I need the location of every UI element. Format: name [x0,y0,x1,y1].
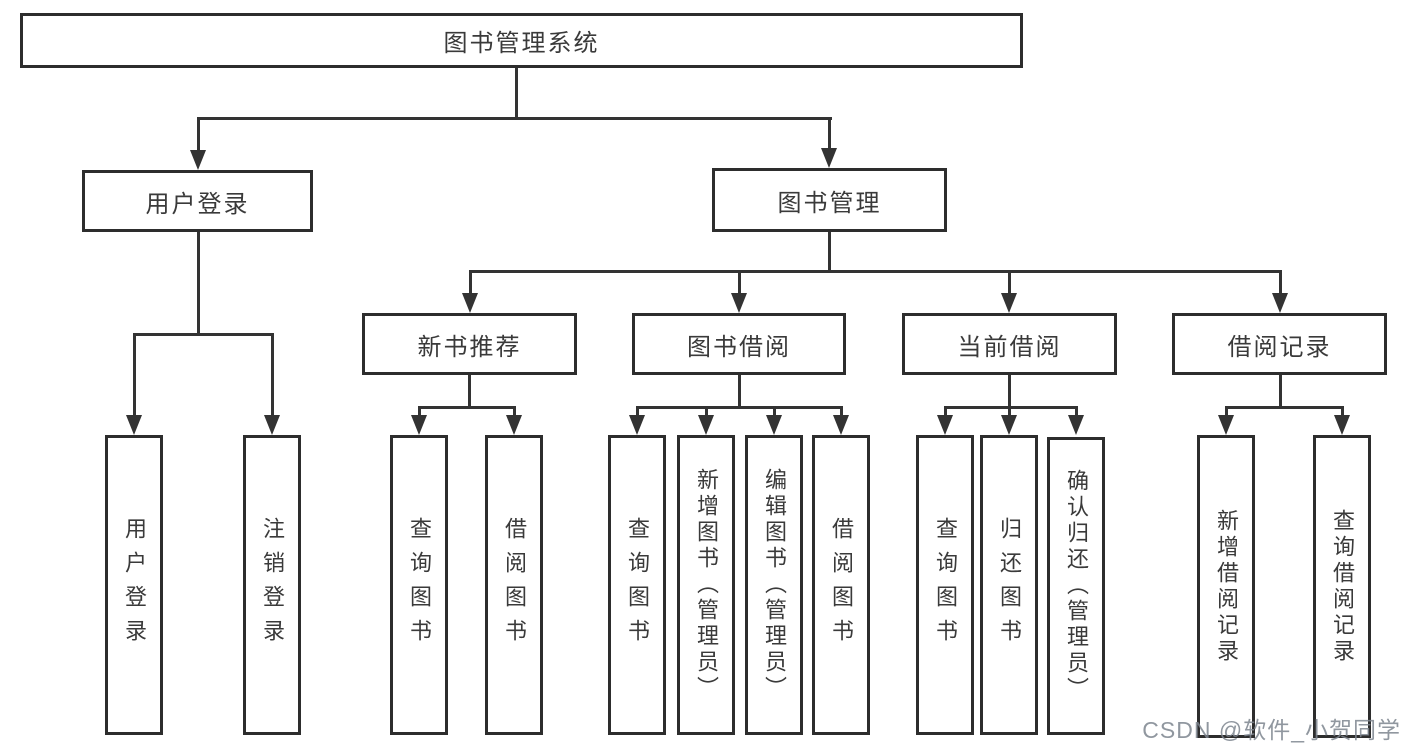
leaf-confirm-return-label: 确认归还（管理员） [1064,469,1089,703]
connector-new-book-split [418,406,516,409]
arrowhead-borrow-records [1272,293,1288,313]
connector-book-borrow-stem [738,375,741,409]
leaf-query-book-2-label: 查询图书 [625,517,650,653]
node-new-book-rec: 新书推荐 [362,313,577,375]
arrowhead-leaf-query2 [629,415,645,435]
arrowhead-current-borrow [1001,293,1017,313]
node-book-mgmt-label: 图书管理 [777,189,882,217]
arrowhead-user-login [190,150,206,170]
connector-borrow-records-split [1225,406,1344,409]
node-user-login: 用户登录 [82,170,313,232]
leaf-borrow-book-2-label: 借阅图书 [829,517,854,653]
connector-book-borrow-split [636,406,843,409]
connector-to-leaf-add-record [1225,406,1228,419]
node-book-borrow: 图书借阅 [632,313,846,375]
connector-to-book-mgmt [828,117,831,150]
leaf-borrow-book-1-label: 借阅图书 [502,517,527,653]
connector-new-book-stem [468,375,471,409]
leaf-query-book-1-label: 查询图书 [407,517,432,653]
node-new-book-rec-label: 新书推荐 [417,333,522,361]
arrowhead-leaf-query1 [411,415,427,435]
leaf-borrow-book-2: 借阅图书 [812,435,870,735]
arrowhead-new-book [462,293,478,313]
csdn-watermark: CSDN @软件_小贺同学 [1142,717,1401,743]
leaf-add-borrow-record: 新增借阅记录 [1197,435,1255,738]
connector-root-stem [515,68,518,119]
connector-to-current-borrow [1008,270,1011,295]
leaf-confirm-return: 确认归还（管理员） [1047,437,1105,735]
connector-to-leaf-edit-book [773,406,776,419]
connector-book-mgmt-stem [828,232,831,273]
connector-to-user-login [197,117,200,152]
leaf-return-book-label: 归还图书 [997,517,1022,653]
leaf-add-book-label: 新增图书（管理员） [694,468,719,702]
connector-to-leaf-query1 [418,406,421,419]
node-book-borrow-label: 图书借阅 [687,333,791,361]
connector-borrow-records-stem [1279,375,1282,409]
connector-to-leaf-query2 [636,406,639,419]
connector-current-borrow-split [944,406,1078,409]
arrowhead-leaf-query-record [1334,415,1350,435]
connector-to-leaf-query3 [944,406,947,419]
connector-to-leaf-login [133,333,136,417]
arrowhead-leaf-add-book [698,415,714,435]
node-book-mgmt: 图书管理 [712,168,947,232]
arrowhead-book-borrow [731,293,747,313]
arrowhead-leaf-edit-book [766,415,782,435]
leaf-query-borrow-record-label: 查询借阅记录 [1330,508,1355,665]
connector-user-login-stem [197,232,200,336]
node-borrow-records: 借阅记录 [1172,313,1387,375]
leaf-query-book-3: 查询图书 [916,435,974,735]
leaf-return-book: 归还图书 [980,435,1038,735]
arrowhead-leaf-add-record [1218,415,1234,435]
connector-to-leaf-add-book [705,406,708,419]
leaf-add-borrow-record-label: 新增借阅记录 [1214,508,1239,665]
node-root-label: 图书管理系统 [443,30,600,57]
arrowhead-leaf-confirm [1068,415,1084,435]
connector-current-borrow-stem [1008,375,1011,409]
leaf-borrow-book-1: 借阅图书 [485,435,543,735]
leaf-query-book-3-label: 查询图书 [933,517,958,653]
leaf-query-borrow-record: 查询借阅记录 [1313,435,1371,738]
leaf-user-login-label: 用户登录 [122,517,147,653]
connector-to-leaf-logout [271,333,274,417]
leaf-query-book-1: 查询图书 [390,435,448,735]
connector-to-leaf-return [1008,406,1011,419]
node-borrow-records-label: 借阅记录 [1227,333,1332,361]
node-root: 图书管理系统 [20,13,1023,68]
node-current-borrow: 当前借阅 [902,313,1117,375]
leaf-user-login: 用户登录 [105,435,163,735]
connector-to-leaf-query-record [1341,406,1344,419]
connector-to-book-borrow [738,270,741,295]
leaf-edit-book: 编辑图书（管理员） [745,435,803,735]
arrowhead-leaf-query3 [937,415,953,435]
leaf-logout: 注销登录 [243,435,301,735]
connector-to-new-book [469,270,472,295]
node-current-borrow-label: 当前借阅 [957,333,1062,361]
arrowhead-leaf-borrow1 [506,415,522,435]
leaf-logout-label: 注销登录 [260,517,285,653]
connector-user-login-split [133,333,274,336]
arrowhead-leaf-logout [264,415,280,435]
arrowhead-leaf-return [1001,415,1017,435]
leaf-query-book-2: 查询图书 [608,435,666,735]
node-user-login-label: 用户登录 [145,190,250,218]
connector-to-leaf-confirm [1075,406,1078,419]
arrowhead-leaf-borrow2 [833,415,849,435]
leaf-edit-book-label: 编辑图书（管理员） [762,468,787,702]
arrowhead-book-mgmt [821,148,837,168]
connector-to-leaf-borrow1 [513,406,516,419]
arrowhead-leaf-login [126,415,142,435]
leaf-add-book: 新增图书（管理员） [677,435,735,735]
connector-root-split [197,117,832,120]
connector-to-borrow-records [1279,270,1282,295]
connector-to-leaf-borrow2 [840,406,843,419]
connector-book-mgmt-split [469,270,1282,273]
